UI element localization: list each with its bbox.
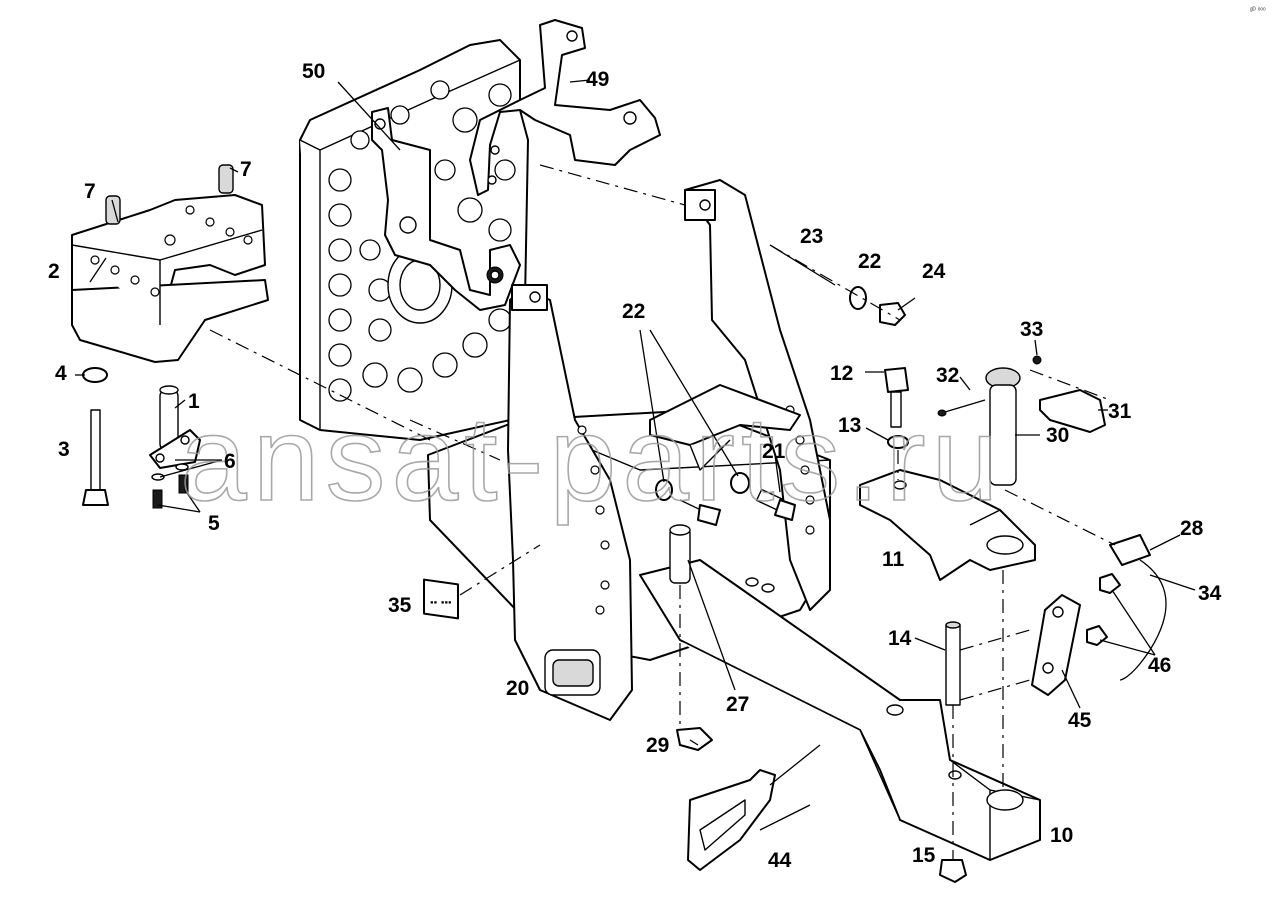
hook-44 (687, 744, 821, 871)
callout-29: 29 (646, 734, 669, 757)
link-45 (1031, 594, 1081, 696)
callout-11: 11 (882, 548, 905, 571)
callout-4: 4 (55, 362, 67, 385)
washer-13 (887, 435, 909, 449)
callout-22-left: 22 (622, 300, 645, 323)
support-block-2 (71, 194, 269, 363)
watermark: ansat-parts.ru (180, 392, 1004, 526)
hitch-bracket-11 (859, 469, 1036, 581)
washer-22-right (849, 286, 867, 310)
callout-14: 14 (888, 627, 912, 650)
nut-33 (1032, 355, 1042, 365)
centre-lines (209, 164, 1116, 860)
callout-10: 10 (1050, 824, 1073, 847)
callout-46: 46 (1148, 654, 1171, 677)
callout-32: 32 (936, 364, 959, 387)
stud-14 (945, 621, 961, 706)
callout-13: 13 (838, 414, 861, 437)
bolt-21 (755, 488, 796, 521)
callout-21: 21 (762, 440, 786, 463)
bolt-32 (937, 399, 986, 417)
callout-7-right: 7 (240, 158, 252, 181)
callout-20: 20 (506, 677, 529, 700)
callout-23: 23 (800, 225, 823, 248)
callout-35: 35 (388, 594, 412, 617)
callout-49: 49 (586, 68, 609, 91)
callout-30: 30 (1046, 424, 1069, 447)
plate-6 (149, 429, 201, 481)
hitch-pin-30 (985, 367, 1021, 486)
callout-15: 15 (912, 844, 936, 867)
bracket-50 (371, 107, 521, 311)
bracket-49 (469, 19, 661, 196)
plate-label: ▪▪ ▪▪▪ (430, 599, 452, 606)
clip-29 (676, 727, 713, 751)
clip-31 (1039, 389, 1106, 433)
callout-27: 27 (726, 693, 749, 716)
callout-labels: 1 2 3 4 5 6 7 7 10 11 12 13 14 15 20 21 … (48, 60, 1222, 872)
callout-28: 28 (1180, 517, 1204, 540)
callout-34: 34 (1198, 582, 1222, 605)
nut-15 (939, 859, 967, 883)
callout-45: 45 (1068, 709, 1092, 732)
screws-5 (152, 474, 189, 509)
callout-1: 1 (188, 390, 200, 413)
callout-12: 12 (830, 362, 853, 385)
callout-5: 5 (208, 512, 220, 535)
corner-mark: ᵍᴰ ᵒᵒᵒ (1250, 7, 1266, 14)
pin-1 (159, 385, 179, 451)
nuts-46 (1086, 573, 1121, 646)
drawbar-10 (639, 559, 1041, 861)
callout-44: 44 (768, 849, 792, 872)
plate-35: ▪▪ ▪▪▪ (423, 578, 459, 620)
callout-3: 3 (58, 438, 70, 461)
bolt-3 (82, 409, 109, 506)
callout-6: 6 (224, 450, 236, 473)
washer-4 (82, 367, 108, 383)
callout-2: 2 (48, 260, 60, 283)
callout-31: 31 (1108, 400, 1132, 423)
pin-27 (669, 524, 691, 584)
bolt-12 (884, 367, 909, 428)
bolt-22-mid (679, 499, 721, 526)
callout-50: 50 (302, 60, 325, 83)
callout-22-right: 22 (858, 250, 881, 273)
nut-24 (879, 302, 906, 326)
crossbar-bracket (649, 384, 801, 471)
leader-lines (75, 79, 1196, 746)
callout-7-left: 7 (84, 180, 96, 203)
callout-33: 33 (1020, 318, 1043, 341)
washer-22-left-b (730, 472, 750, 494)
callout-24: 24 (922, 260, 946, 283)
pin-7-right (218, 164, 234, 194)
